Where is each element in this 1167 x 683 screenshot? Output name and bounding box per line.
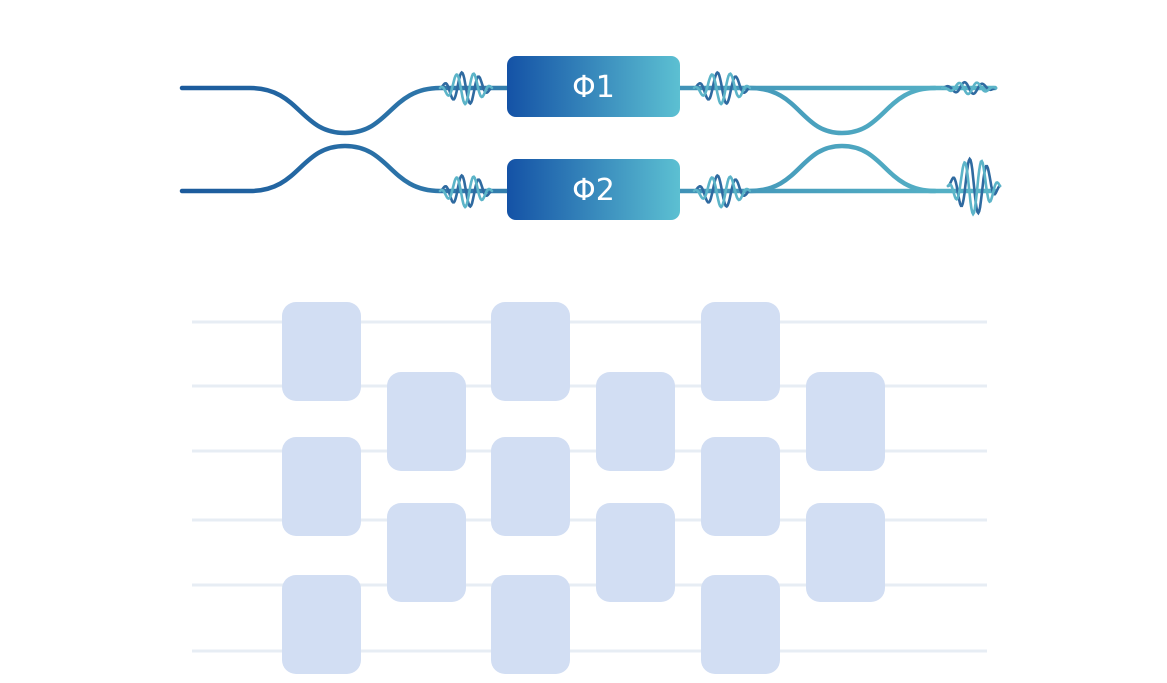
- wave-bottom-mid-a: [692, 173, 752, 209]
- mesh-cell-c1-r3: [282, 575, 361, 674]
- phase-shifter-1: Φ1: [507, 56, 680, 117]
- mesh-cell-c4-r1: [596, 372, 675, 471]
- waveguide-bottom-right-coupler: [747, 143, 938, 194]
- mesh-cell-c5-r1: [701, 302, 780, 401]
- interferometer: Φ1 Φ2: [179, 56, 1002, 220]
- mesh-cell-c1-r1: [282, 302, 361, 401]
- mesh-cell-c5-r3: [701, 575, 780, 674]
- wave-top-in-a: [438, 70, 494, 106]
- wave-top-out-a: [940, 80, 998, 96]
- waveguide-bottom: [179, 143, 998, 194]
- phase-shifter-2: Φ2: [507, 159, 680, 220]
- mesh-cell-c6-r1: [806, 372, 885, 471]
- wave-bottom-in-a: [438, 173, 494, 209]
- mesh-cell-c3-r3: [491, 575, 570, 674]
- signal-waves: [438, 70, 1002, 217]
- mesh-cell-c2-r2: [387, 503, 466, 602]
- waveguide-top-right-coupler: [747, 85, 938, 136]
- mesh-cell-c3-r1: [491, 302, 570, 401]
- mesh-cell-c5-r2: [701, 437, 780, 536]
- wave-bottom-out-b: [946, 159, 1002, 217]
- mesh-cells: [282, 302, 885, 674]
- wave-top-mid-a: [692, 70, 752, 106]
- phase-shifter-1-label: Φ1: [572, 70, 615, 105]
- mesh-cell-c2-r1: [387, 372, 466, 471]
- mesh-cell-c3-r2: [491, 437, 570, 536]
- phase-shifter-2-box: [507, 159, 680, 220]
- wave-bottom-out-a: [946, 156, 1002, 216]
- wave-top-mid-b: [692, 72, 752, 106]
- waveguide-top: [179, 85, 998, 136]
- mesh-cell-c6-r2: [806, 503, 885, 602]
- wave-bottom-in-b: [438, 175, 494, 209]
- phase-shifter-2-label: Φ2: [572, 173, 615, 208]
- mesh-cell-c4-r2: [596, 503, 675, 602]
- phase-shifter-1-box: [507, 56, 680, 117]
- wave-top-out-b: [940, 81, 998, 96]
- wave-top-in-b: [438, 72, 494, 106]
- interferometer-mesh: [192, 302, 987, 674]
- wave-bottom-mid-b: [692, 175, 752, 209]
- mesh-cell-c1-r2: [282, 437, 361, 536]
- coupler-mask: [745, 80, 751, 200]
